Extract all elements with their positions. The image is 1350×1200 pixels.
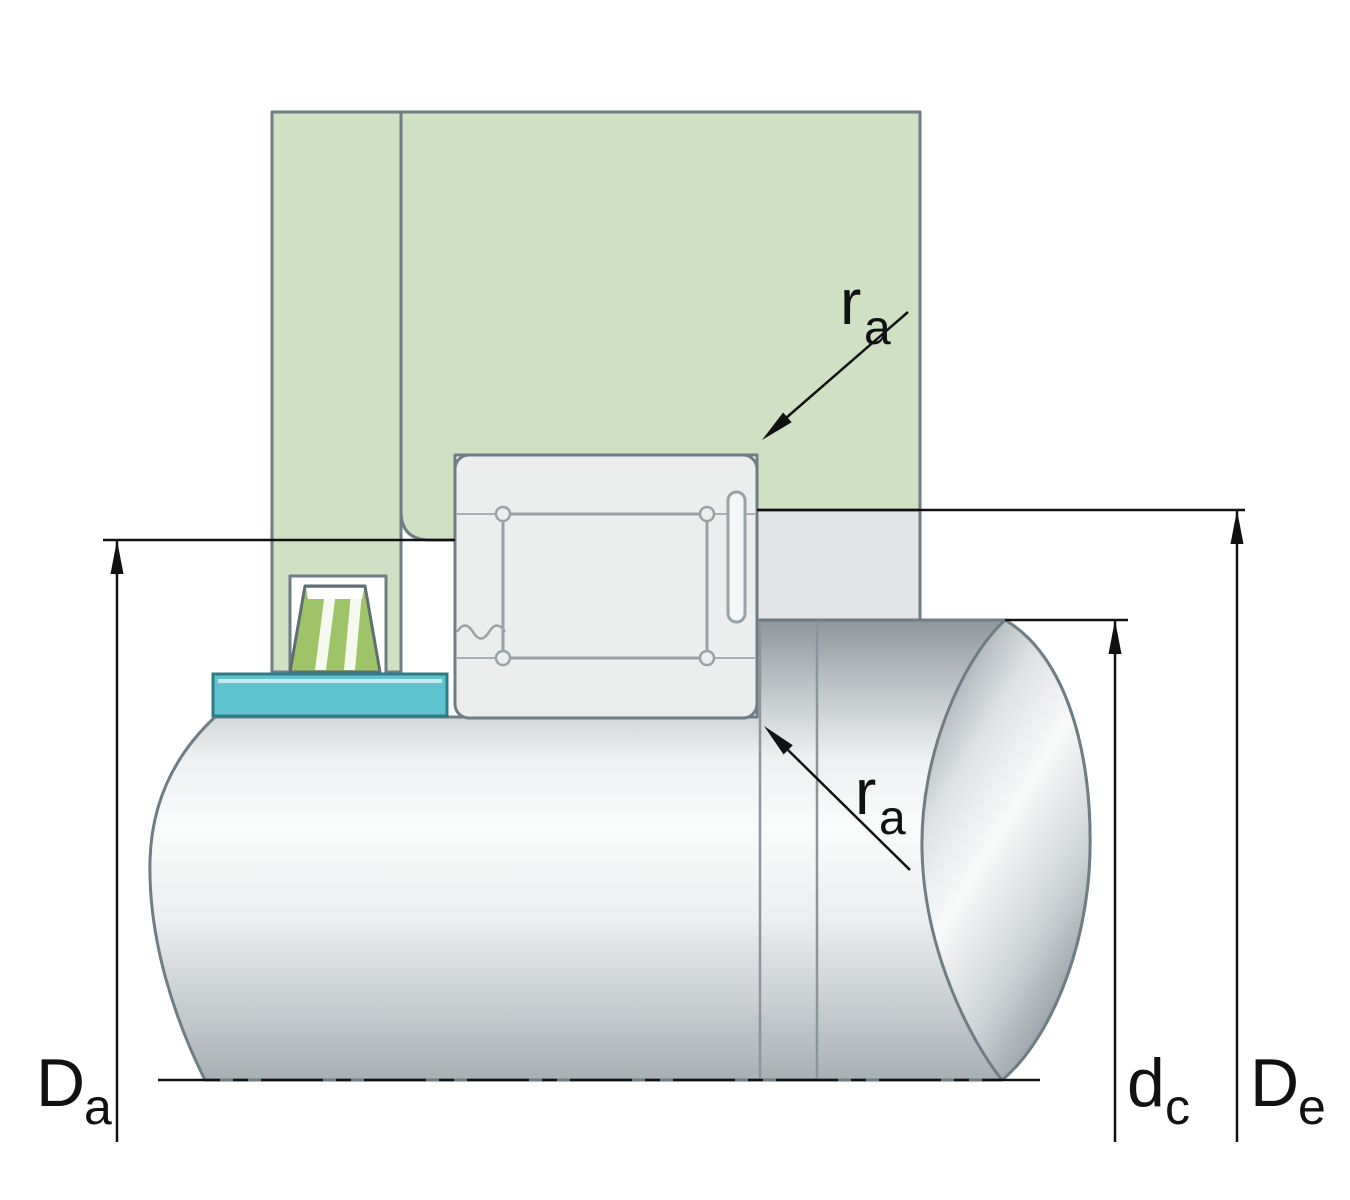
cage-pin-circle xyxy=(698,505,716,523)
label-ra-bottom: r xyxy=(855,756,876,828)
dimension-labels: D a d c D e r a r a xyxy=(36,266,1326,1135)
cage-pin-circle xyxy=(494,649,512,667)
label-ra-top-sub: a xyxy=(864,302,891,355)
cage-pin-circle xyxy=(494,505,512,523)
dimension-lines xyxy=(103,311,1245,1142)
label-dc: d xyxy=(1127,1045,1165,1121)
arrowhead-dc xyxy=(1108,620,1122,654)
arrowhead-ra-bottom xyxy=(764,726,793,755)
cage-pin-circle xyxy=(698,649,716,667)
leader-line-ra-top xyxy=(785,311,909,419)
label-De: D xyxy=(1250,1045,1299,1121)
arrowhead-ra-top xyxy=(762,412,792,440)
abutment-spacer xyxy=(211,672,449,718)
seal-element xyxy=(288,584,382,674)
dimension-arrowheads xyxy=(110,412,1244,755)
label-Da-sub: a xyxy=(84,1079,112,1135)
seal-lip-stripe xyxy=(315,592,336,670)
label-Da: D xyxy=(36,1045,85,1121)
locating-slot xyxy=(726,490,747,624)
leader-line-ra-bottom xyxy=(787,749,911,871)
spring-washer-squiggle xyxy=(455,624,507,640)
arrowhead-Da xyxy=(110,540,124,574)
label-ra-top: r xyxy=(840,266,861,338)
label-dc-sub: c xyxy=(1165,1079,1190,1135)
arrowhead-De xyxy=(1230,510,1244,544)
shaft-abutment-block xyxy=(755,508,922,622)
bearing xyxy=(453,453,759,720)
label-De-sub: e xyxy=(1298,1079,1326,1135)
seal-lip-stripe xyxy=(344,592,362,670)
label-ra-bottom-sub: a xyxy=(879,792,906,845)
bearing-roller xyxy=(501,512,709,660)
